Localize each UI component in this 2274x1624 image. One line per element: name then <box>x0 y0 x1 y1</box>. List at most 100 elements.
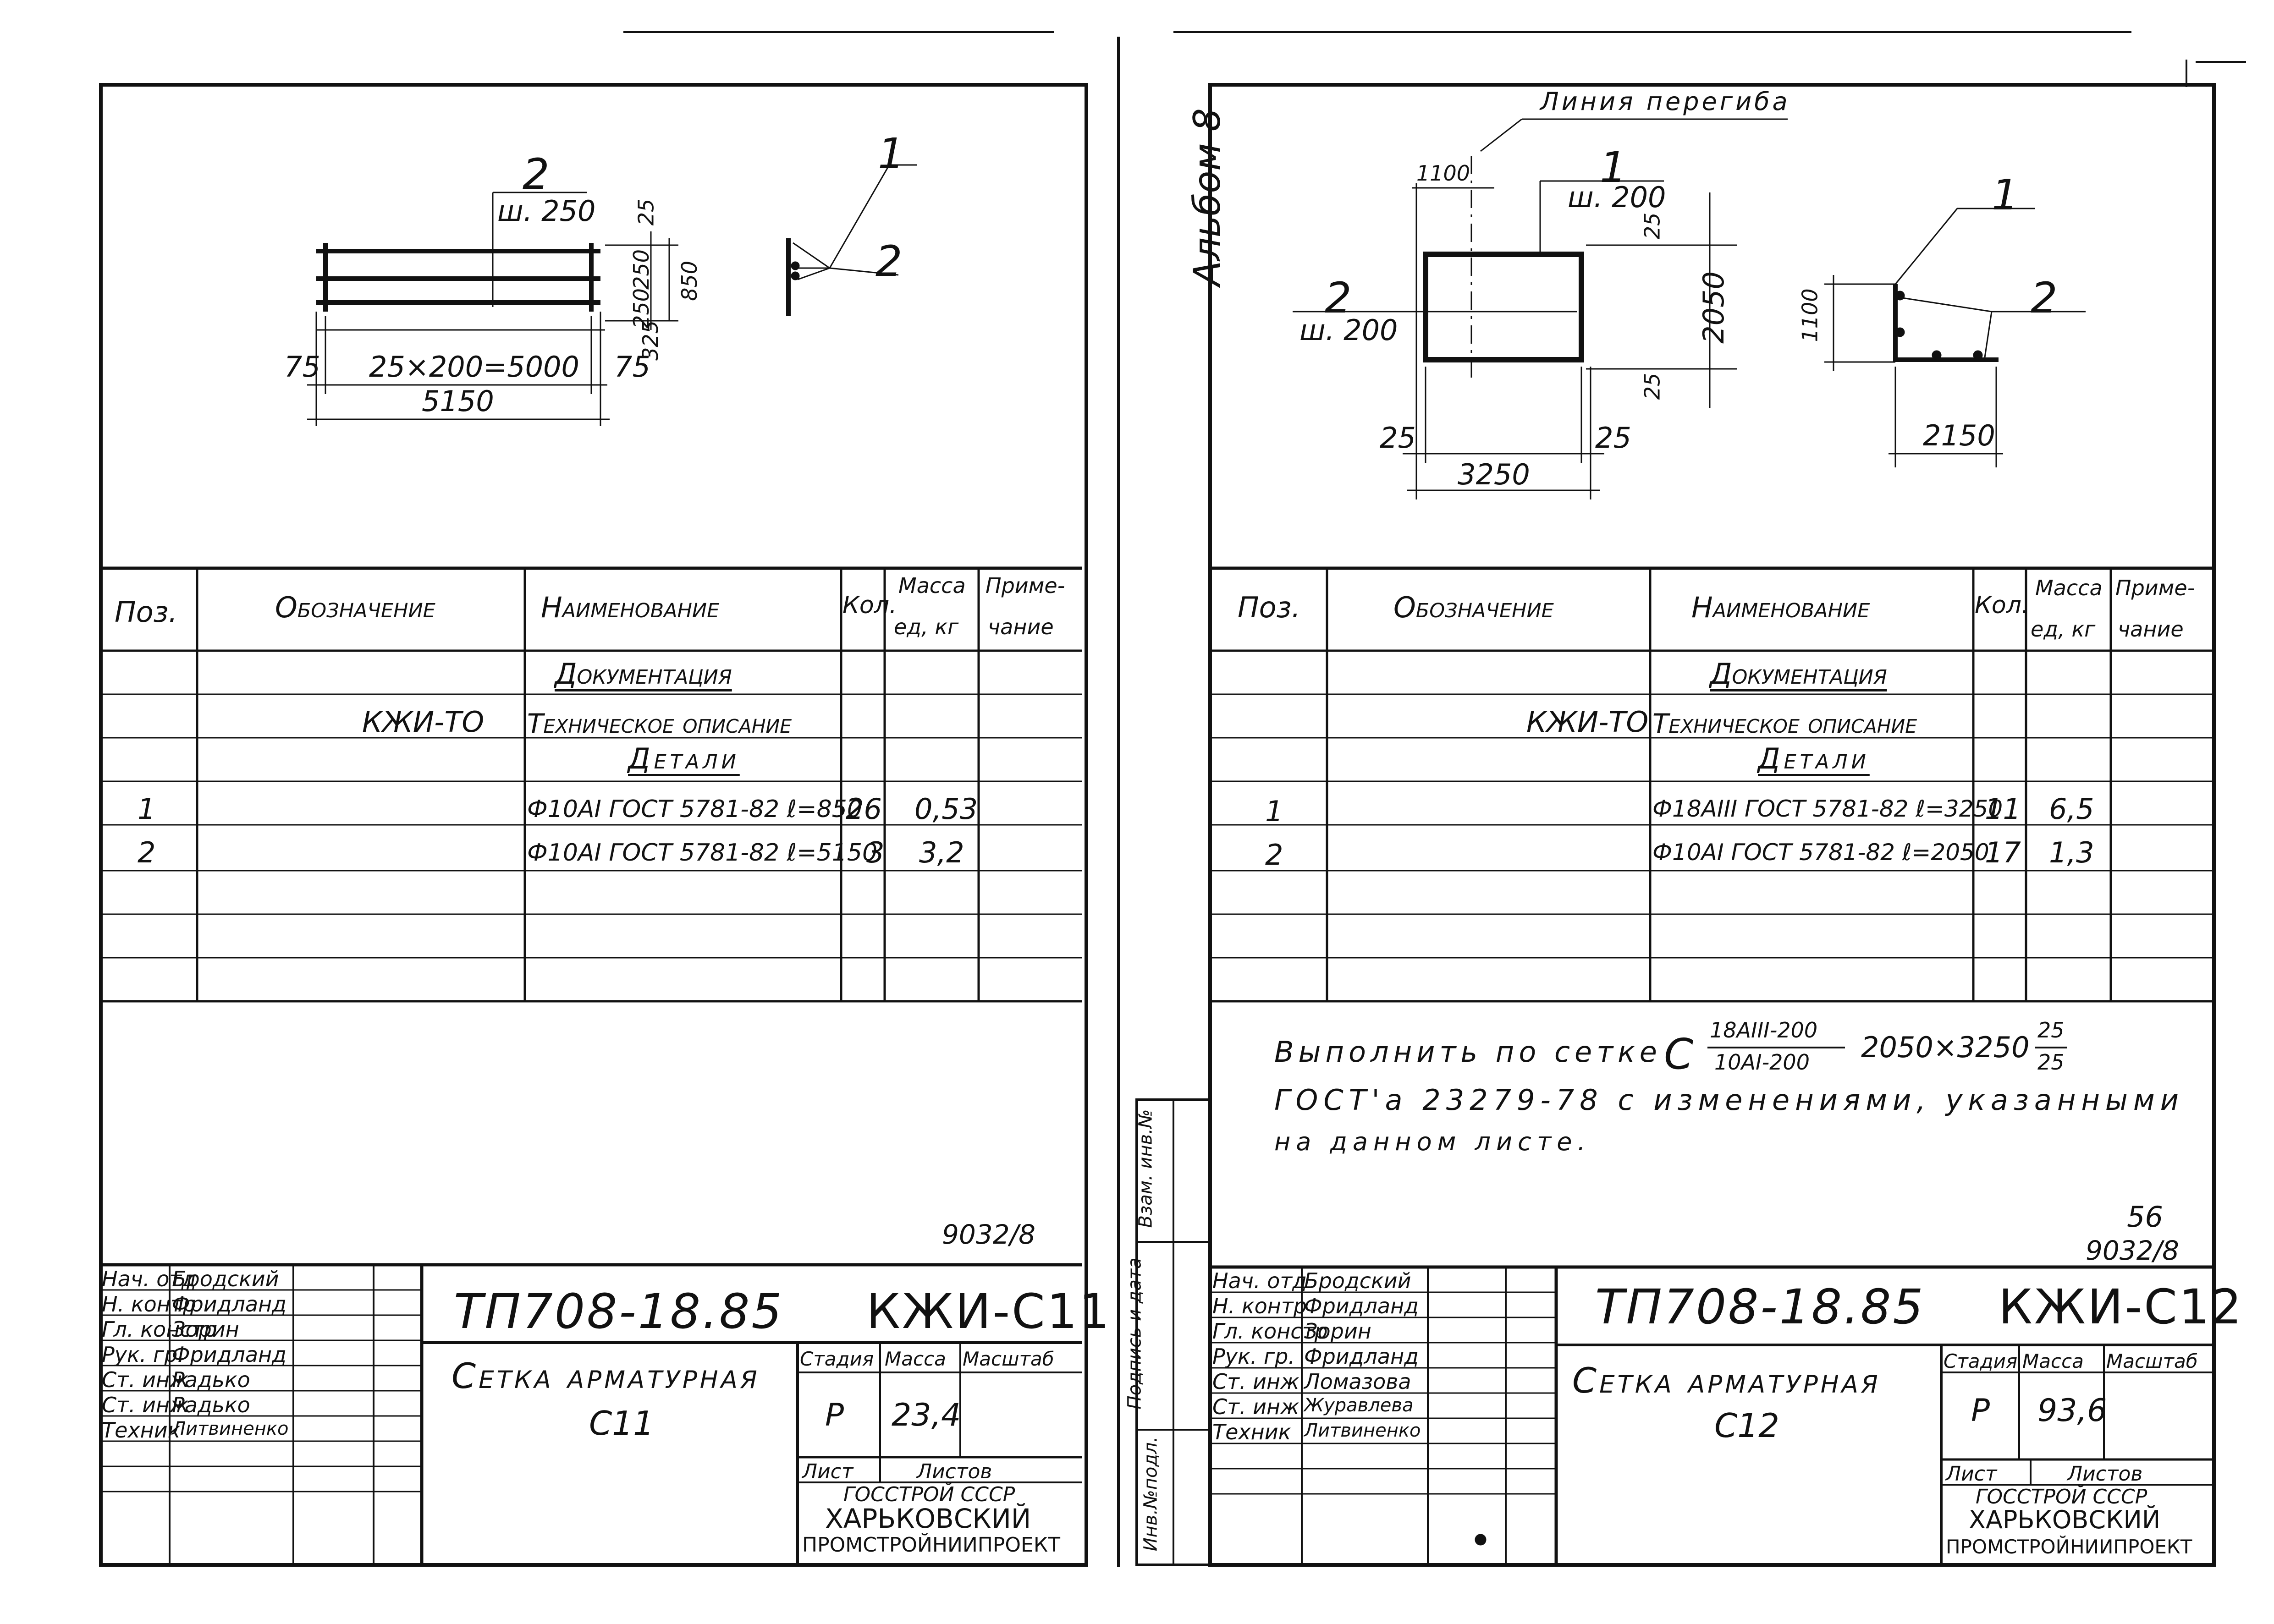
left-sheets-label: Листов <box>917 1460 992 1483</box>
left-details-section-title: Детали <box>628 742 740 775</box>
staff-name: Ломазова <box>1304 1369 1411 1394</box>
right-title-line1: Сетка арматурная <box>1572 1360 1881 1401</box>
note-line1: Выполнить по сетке <box>1274 1035 1662 1069</box>
left-row2-name: Ф10АI ГОСТ 5781-82 ℓ=5150 <box>527 839 878 867</box>
right-section-pos1-label: 1 <box>1992 170 2019 219</box>
staff-role: Н. контр <box>102 1292 196 1317</box>
left-col-name-header: Наименование <box>541 591 720 624</box>
staff-role: Н. контр <box>1212 1294 1307 1318</box>
left-drawing-dim-v3: 325 <box>638 320 663 361</box>
left-doc-name: Техническое описание <box>527 708 792 739</box>
left-row1-pos: 1 <box>138 792 156 826</box>
right-drawing-pos2-label: 2 <box>1325 274 1352 323</box>
staff-role: Техник <box>1212 1420 1291 1444</box>
staff-name: Бродский <box>1304 1268 1411 1293</box>
right-stage-label: Стадия <box>1944 1350 2018 1372</box>
left-col-note-header-top: Приме- <box>986 573 1065 598</box>
staff-name: Бродский <box>172 1267 279 1291</box>
left-sheet-code: КЖИ-С11 <box>866 1284 1112 1339</box>
right-sheets-label: Листов <box>2067 1462 2143 1486</box>
right-sheet-label: Лист <box>1946 1462 1997 1486</box>
left-row1-qty: 26 <box>846 792 882 826</box>
staff-name: Радько <box>172 1393 250 1417</box>
staff-role: Гл. констр <box>102 1317 217 1342</box>
left-col-qty-header: Кол. <box>842 592 897 619</box>
note-fraction-bar <box>1707 1047 1845 1048</box>
left-col-mass-header-top: Масса <box>898 573 966 598</box>
left-row2-qty: 3 <box>866 836 885 869</box>
right-row2-name: Ф10АI ГОСТ 5781-82 ℓ=2050 <box>1652 839 1989 866</box>
right-drawing-pos1-label: 1 <box>1600 143 1627 192</box>
staff-role: Техник <box>102 1418 181 1443</box>
staff-role: Ст. инж <box>102 1393 189 1417</box>
right-drawing-step2: ш. 200 <box>1299 313 1398 347</box>
note-size: 2050×3250 <box>1861 1031 2030 1064</box>
staff-role: Нач. отд <box>1212 1268 1307 1293</box>
side-label-signature: Подпись и дата <box>1124 1257 1145 1410</box>
right-doc-section-title: Документация <box>1710 657 1887 691</box>
note-line3: на данном листе. <box>1274 1127 1591 1156</box>
staff-role: Нач. отд <box>102 1267 196 1291</box>
left-archive-number: 9032/8 <box>942 1219 1036 1250</box>
left-row2-mass: 3,2 <box>919 836 964 869</box>
right-doc-code: КЖИ-ТО <box>1526 705 1649 739</box>
left-row1-name: Ф10АI ГОСТ 5781-82 ℓ=850 <box>527 796 862 823</box>
right-col-pos-header: Поз. <box>1238 591 1301 624</box>
right-row1-qty: 11 <box>1985 792 2021 826</box>
left-section-pos1-label: 1 <box>878 129 905 178</box>
right-col-mass-header-bottom: ед, кг <box>2031 617 2096 642</box>
right-sheet-code: КЖИ-С12 <box>1999 1279 2244 1335</box>
right-drawing-step1: ш. 200 <box>1568 181 1666 214</box>
dim-25-c: 25 <box>1380 421 1416 455</box>
dim-2150: 2150 <box>1923 419 1995 452</box>
right-project-code: ТП708-18.85 <box>1595 1279 1925 1335</box>
staff-name: Литвиненко <box>172 1418 289 1439</box>
left-title-line1: Сетка арматурная <box>451 1355 760 1396</box>
left-scale-label: Масштаб <box>963 1348 1054 1370</box>
staff-role: Ст. инж <box>1212 1394 1299 1419</box>
dim-25-d: 25 <box>1595 421 1631 455</box>
left-org-line1: ГОССТРОЙ СССР <box>843 1483 1015 1506</box>
staff-role: Гл. констр <box>1212 1319 1328 1344</box>
right-row1-mass: 6,5 <box>2049 792 2094 826</box>
right-title-line2: С12 <box>1714 1406 1779 1445</box>
right-col-mass-header-top: Масса <box>2035 576 2103 600</box>
dim-3250: 3250 <box>1458 458 1530 491</box>
note-frac2-top: 25 <box>2037 1018 2065 1042</box>
side-label-replace: Взам. инв.№ <box>1135 1109 1156 1228</box>
left-col-note-header-bottom: чание <box>988 614 1054 639</box>
left-drawing-dim-total: 5150 <box>422 384 494 418</box>
right-row1-pos: 1 <box>1265 795 1283 828</box>
right-row2-pos: 2 <box>1265 838 1283 872</box>
right-col-note-header-bottom: чание <box>2118 617 2184 642</box>
right-doc-name: Техническое описание <box>1652 708 1917 739</box>
dim-1100-top: 1100 <box>1416 161 1470 186</box>
left-drawing-step-label: ш. 250 <box>497 194 596 228</box>
staff-name: Журавлева <box>1304 1395 1414 1416</box>
left-drawing-dim-end-left: 75 <box>284 350 320 384</box>
left-row1-mass: 0,53 <box>914 792 978 826</box>
left-mass-value: 23,4 <box>892 1397 961 1433</box>
staff-name: Фридланд <box>172 1342 286 1367</box>
staff-role: Ст. инж <box>102 1367 189 1392</box>
note-frac2-bottom: 25 <box>2037 1050 2065 1075</box>
left-stage-value: Р <box>825 1397 844 1433</box>
staff-name: Фридланд <box>172 1292 286 1317</box>
right-details-section-title: Детали <box>1758 742 1870 775</box>
left-org-line2: ХАРЬКОВСКИЙ <box>825 1503 1031 1534</box>
left-mass-label: Масса <box>885 1348 946 1370</box>
right-mass-value: 93,6 <box>2037 1393 2107 1429</box>
left-drawing-dim-span: 25×200=5000 <box>369 350 579 384</box>
staff-name: Зорин <box>1304 1319 1371 1344</box>
staff-role: Рук. гр. <box>102 1342 184 1367</box>
bend-line-label: Линия перегиба <box>1540 87 1790 116</box>
note-frac-bottom: 10АI-200 <box>1714 1050 1810 1075</box>
album-label: Альбом 8 <box>1185 108 1228 286</box>
right-col-qty-header: Кол. <box>1975 592 2029 619</box>
right-col-note-header-top: Приме- <box>2115 576 2195 600</box>
note-mesh-letter: С <box>1664 1030 1694 1079</box>
staff-name: Фридланд <box>1304 1294 1419 1318</box>
staff-name: Зорин <box>172 1317 239 1342</box>
right-mass-label: Масса <box>2022 1350 2084 1372</box>
left-col-designation-header: Обозначение <box>275 591 435 624</box>
